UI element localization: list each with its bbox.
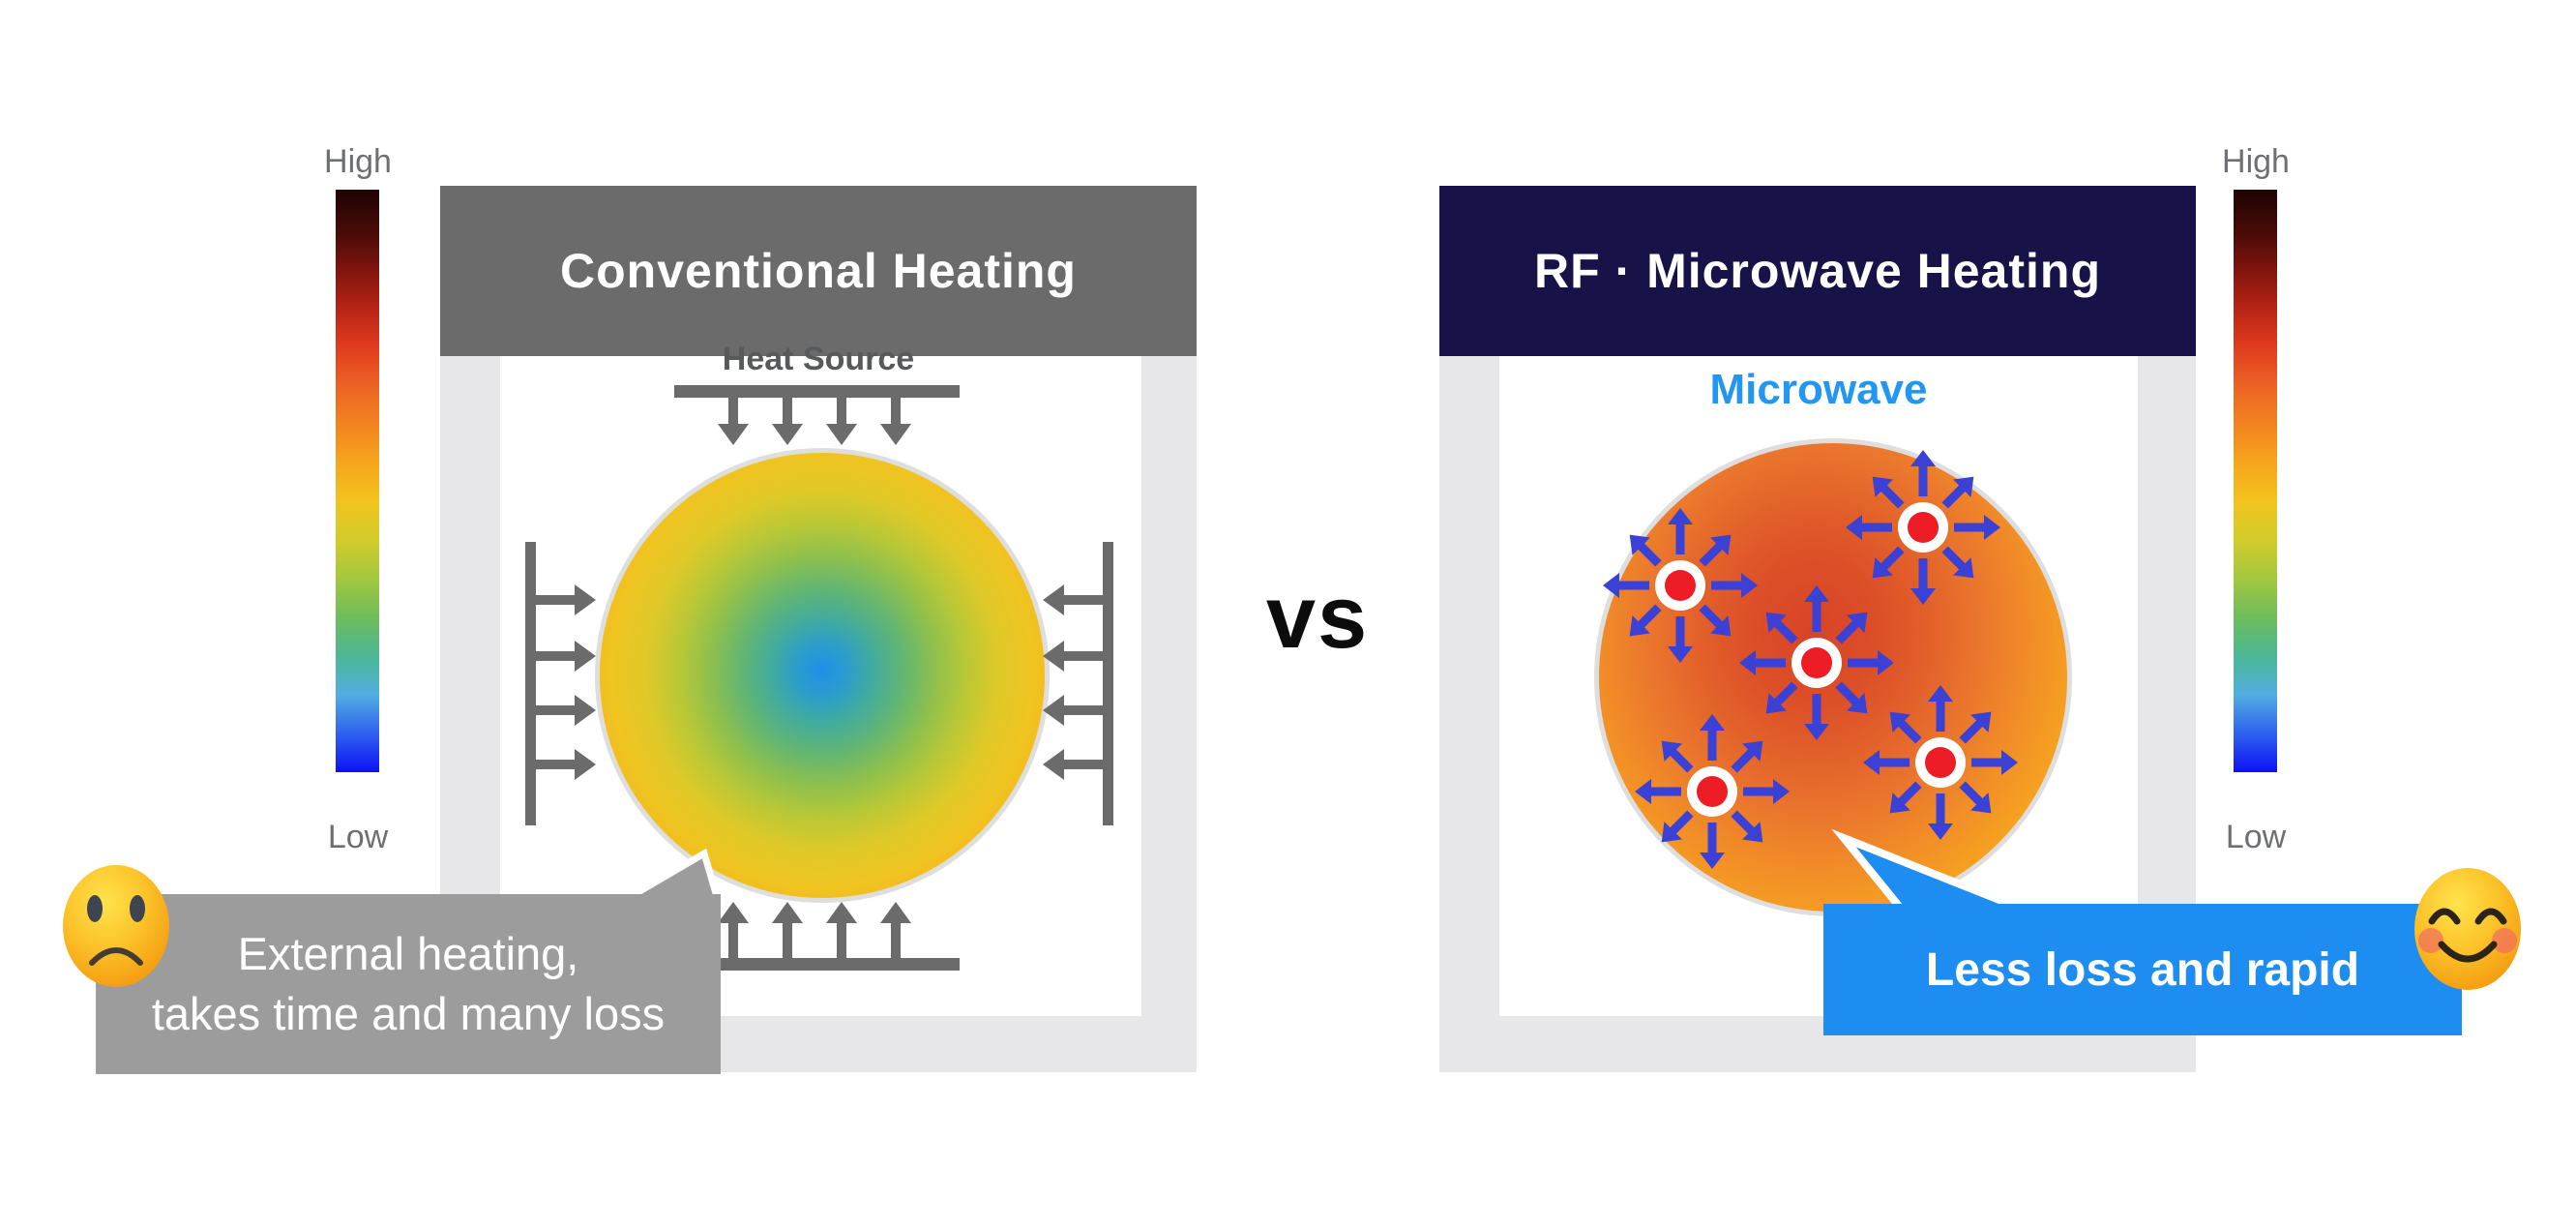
- right-scale-high-label: High: [2222, 143, 2290, 180]
- microwave-label: Microwave: [1709, 366, 1928, 413]
- left-scale-high-label: High: [324, 143, 392, 180]
- microwave-heated-object: [1594, 438, 2072, 916]
- heat-source-label: Heat Source: [722, 341, 915, 377]
- conventional-panel-header: Conventional Heating: [440, 186, 1197, 356]
- microwave-panel-header: RF · Microwave Heating: [1439, 186, 2196, 356]
- left-scale-low-label: Low: [327, 819, 389, 855]
- conventional-callout-line1: External heating,: [237, 928, 579, 979]
- right-scale-low-label: Low: [2225, 819, 2287, 855]
- conventional-heated-object: [595, 448, 1050, 903]
- conventional-panel-title: Conventional Heating: [560, 244, 1077, 298]
- conventional-callout-bubble: External heating, takes time and many lo…: [96, 894, 721, 1074]
- microwave-callout-line1: Less loss and rapid: [1925, 943, 2360, 996]
- vs-label: vs: [1265, 568, 1370, 667]
- left-temperature-scalebar: [336, 190, 379, 772]
- conventional-callout-line2: takes time and many loss: [151, 988, 666, 1039]
- right-temperature-scalebar: [2234, 190, 2277, 772]
- microwave-panel-title: RF · Microwave Heating: [1534, 244, 2101, 298]
- microwave-callout-bubble: Less loss and rapid: [1823, 904, 2462, 1035]
